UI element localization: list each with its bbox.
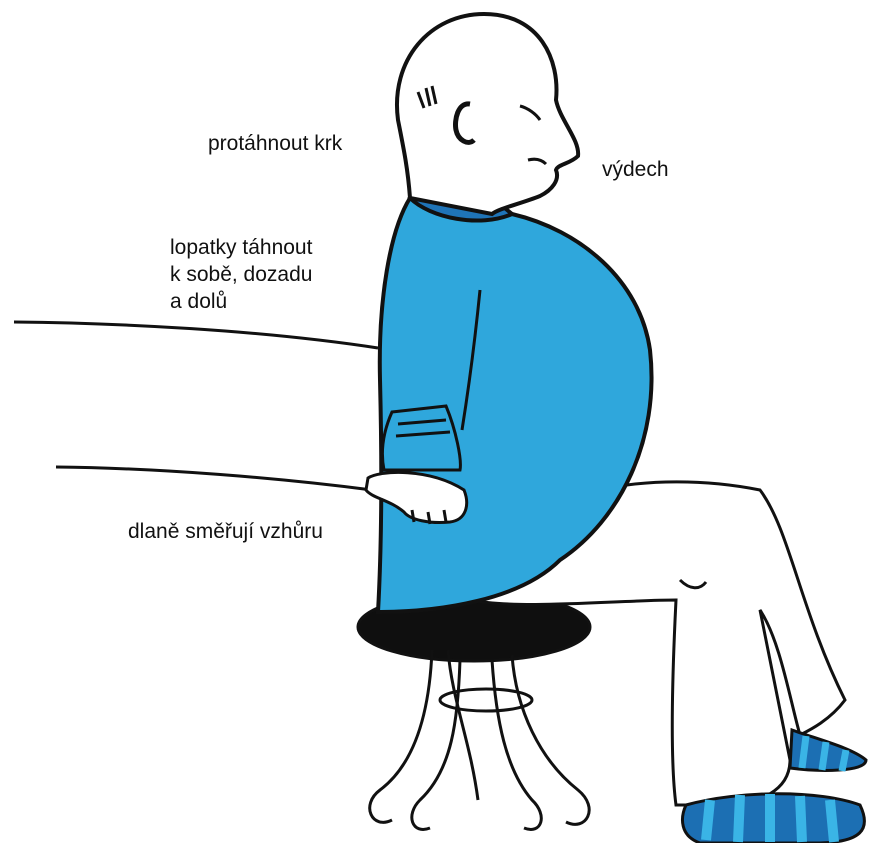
shoulder-pointer-line bbox=[14, 322, 378, 348]
palm-pointer-line bbox=[56, 467, 372, 490]
shoulder-blades-line-3: a dolů bbox=[170, 288, 312, 315]
stool bbox=[358, 593, 590, 829]
shoulder-blades-label: lopatky táhnout k sobě, dozadu a dolů bbox=[170, 234, 312, 315]
palms-label: dlaně směřují vzhůru bbox=[128, 518, 323, 545]
exhale-label: výdech bbox=[602, 156, 669, 183]
head bbox=[397, 14, 578, 214]
shoulder-blades-line-2: k sobě, dozadu bbox=[170, 261, 312, 288]
shoulder-blades-line-1: lopatky táhnout bbox=[170, 234, 312, 261]
neck-label: protáhnout krk bbox=[208, 130, 342, 157]
